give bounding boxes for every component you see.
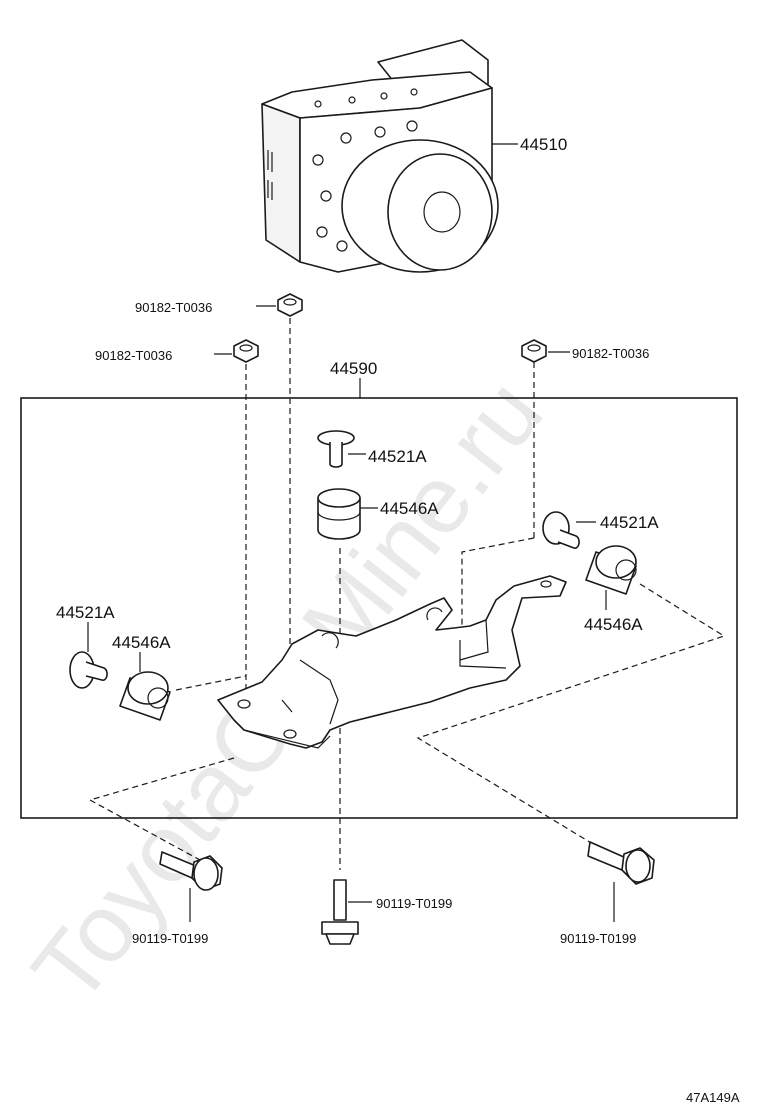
part-label-screw-center: 90119-T0199 (376, 896, 452, 911)
part-label-cushion-center: 44546A (380, 499, 439, 518)
flange-nut-left (233, 339, 259, 363)
part-label-cushion-right: 44546A (584, 615, 643, 634)
mounting-bracket (217, 575, 567, 749)
screw-left (159, 851, 223, 891)
abs-actuator-illustration (261, 39, 499, 273)
assembly-boundary-box (20, 397, 738, 819)
cushion-center (317, 488, 361, 540)
part-label-bolt-right: 44521A (600, 513, 659, 532)
part-label-nut-right: 90182-T0036 (572, 346, 649, 361)
part-label-screw-left: 90119-T0199 (132, 931, 208, 946)
part-label-cushion-left: 44546A (112, 633, 171, 652)
bolt-right (542, 511, 580, 549)
part-label-bolt-center: 44521A (368, 447, 427, 466)
cushion-left (119, 671, 171, 721)
bolt-center (317, 430, 355, 468)
part-label-nut-top-center: 90182-T0036 (135, 300, 212, 315)
figure-code: 47A149A (686, 1090, 740, 1105)
bolt-left (69, 651, 108, 689)
screw-right (587, 841, 655, 885)
part-label-nut-left: 90182-T0036 (95, 348, 172, 363)
part-label-actuator: 44510 (520, 135, 567, 154)
screw-center (321, 879, 359, 945)
cushion-right (585, 545, 637, 595)
assembly-label: 44590 (330, 359, 377, 378)
part-label-screw-right: 90119-T0199 (560, 931, 636, 946)
flange-nut-top-center (277, 293, 303, 317)
flange-nut-right (521, 339, 547, 363)
part-label-bolt-left: 44521A (56, 603, 115, 622)
